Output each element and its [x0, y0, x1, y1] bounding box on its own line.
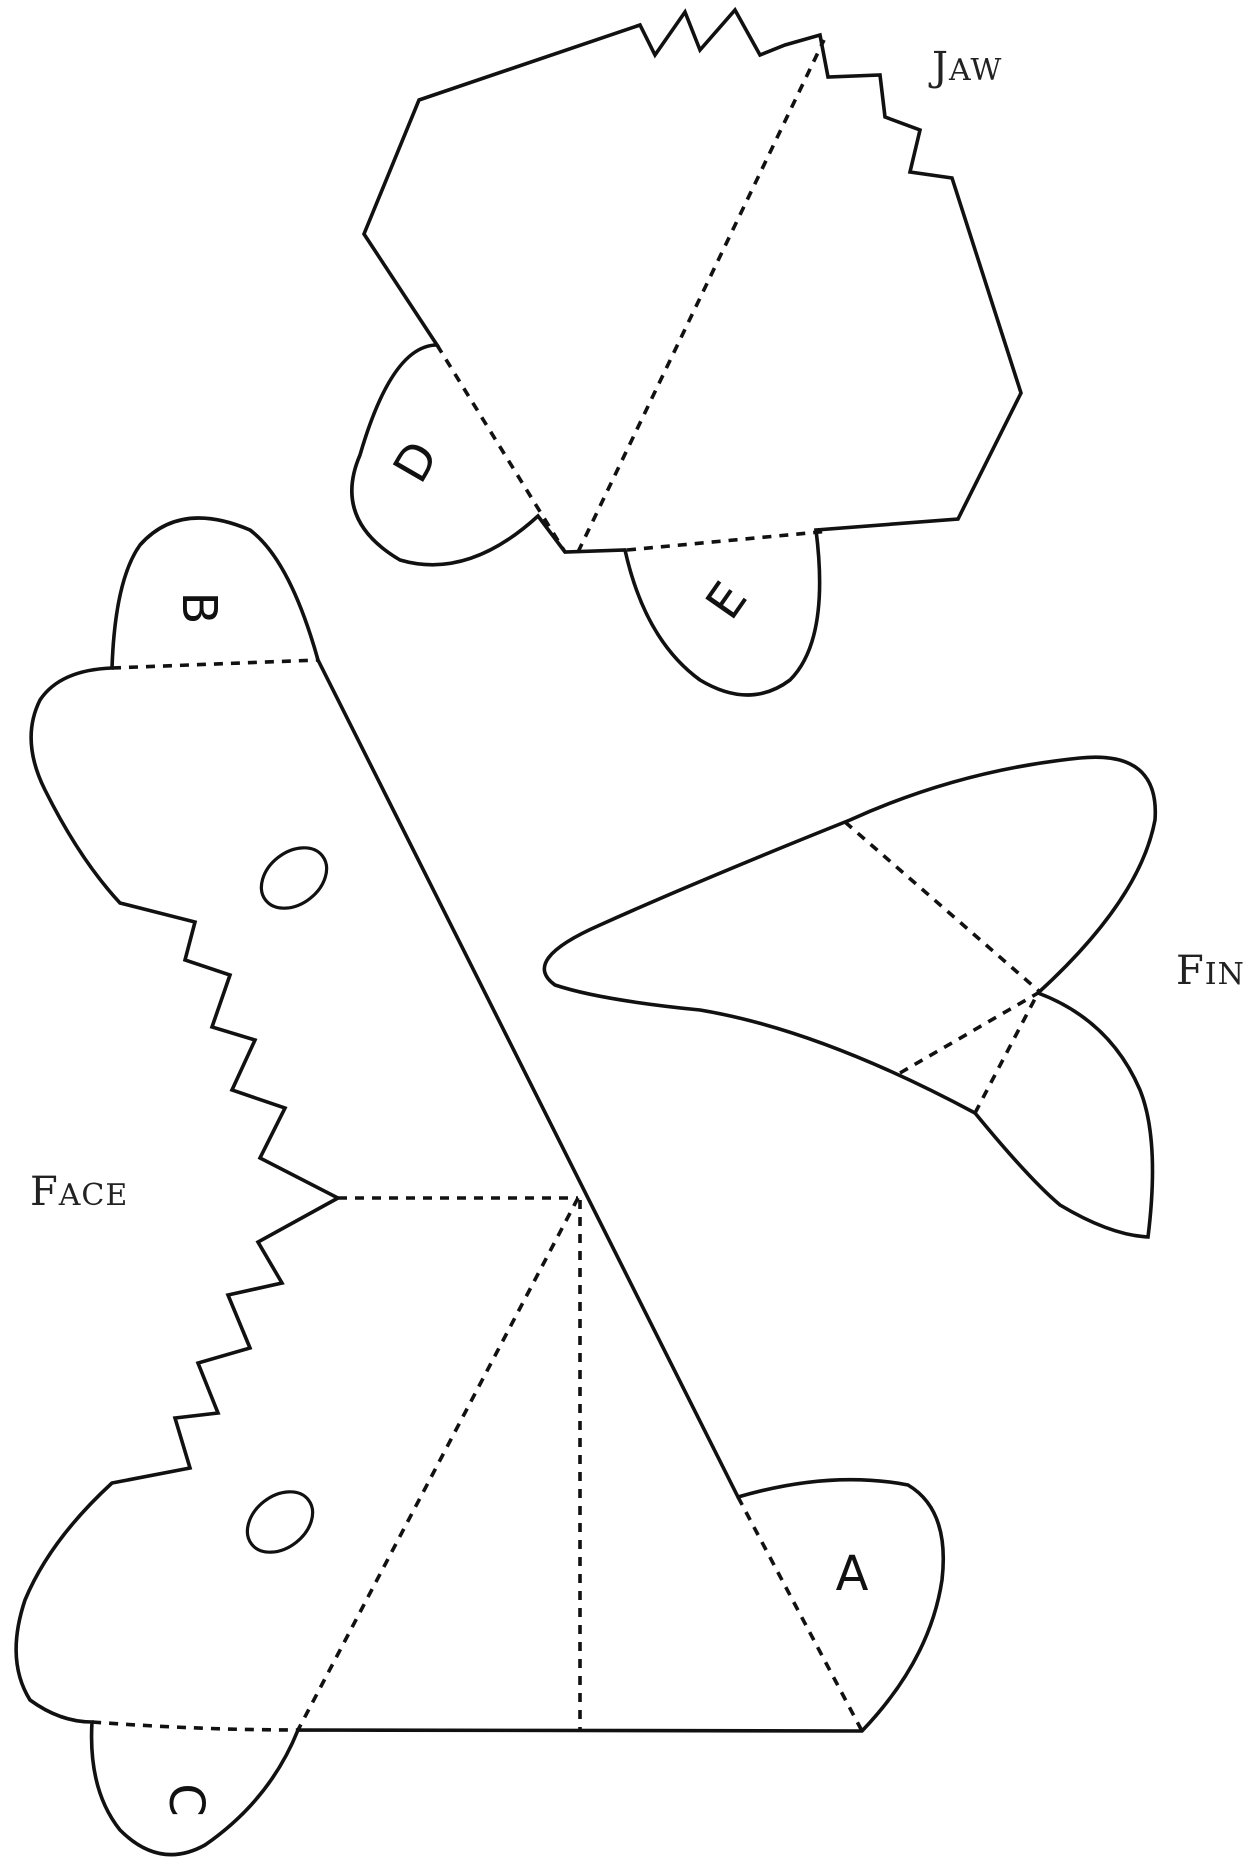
- lower-eye-shape: [245, 1490, 315, 1554]
- jaw-fold-tab-e: [626, 529, 831, 552]
- fin-label: FIN: [1176, 948, 1245, 994]
- face-outline: [14, 516, 946, 1857]
- face-label: FACE: [30, 1169, 128, 1215]
- tab-a-label: A: [836, 1546, 869, 1602]
- fin-outline: [542, 755, 1158, 1239]
- jaw-piece: D E: [350, 6, 1023, 697]
- tab-c-label: C: [158, 1783, 214, 1817]
- face-piece: A B C: [14, 516, 946, 1857]
- fin-fold-lower-right: [973, 992, 1040, 1114]
- fin-fold-upper: [843, 820, 1042, 994]
- face-fold-diagonal-left: [296, 1197, 580, 1731]
- jaw-label: JAW: [928, 44, 1002, 90]
- jaw-fold-diagonal: [576, 39, 826, 553]
- upper-eye-shape: [259, 846, 329, 910]
- jaw-outline: [350, 6, 1023, 697]
- face-fold-tab-c: [91, 1720, 299, 1732]
- fin-piece: [542, 755, 1158, 1239]
- tab-d-label: D: [383, 432, 450, 492]
- face-fold-tab-b: [111, 658, 319, 670]
- tab-b-label: B: [171, 592, 227, 625]
- tab-e-label: E: [695, 572, 758, 629]
- face-fold-tab-a: [736, 1496, 864, 1732]
- jaw-fold-tab-d: [435, 344, 567, 553]
